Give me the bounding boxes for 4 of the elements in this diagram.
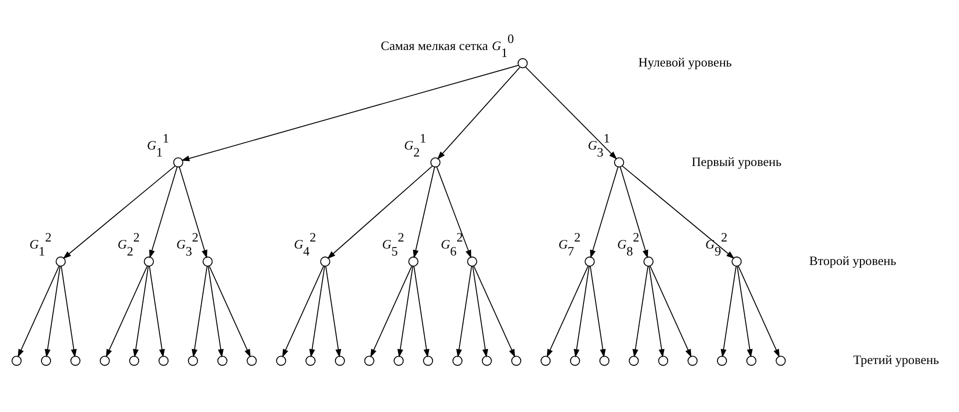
label: Третий уровень (853, 352, 940, 367)
label: Второй уровень (809, 254, 896, 268)
label: Первый уровень (692, 154, 782, 168)
label: Нулевой уровень (638, 55, 732, 70)
